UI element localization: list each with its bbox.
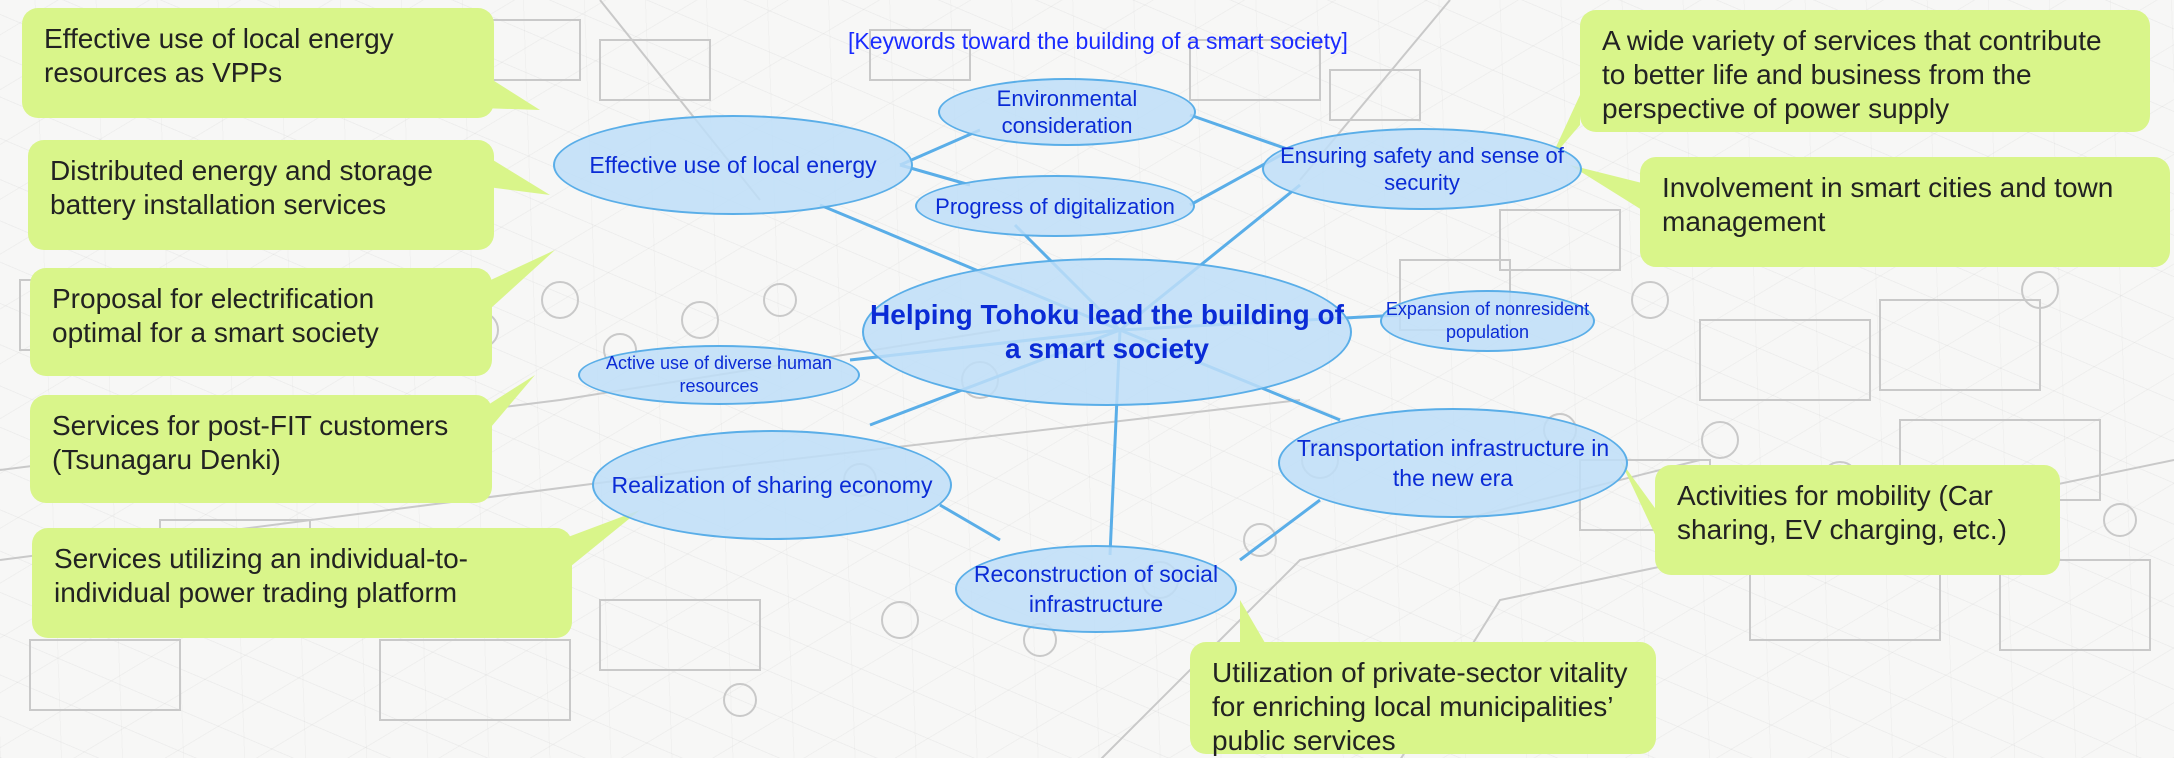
- keyword-transportation: Transportation infrastructure in the new…: [1278, 408, 1628, 518]
- keyword-nonresident: Expansion of nonresident population: [1380, 290, 1595, 352]
- diagram-heading: [Keywords toward the building of a smart…: [848, 28, 1348, 54]
- keyword-central-theme: Helping Tohoku lead the building of a sm…: [862, 258, 1352, 406]
- keyword-local-energy: Effective use of local energy: [553, 115, 913, 215]
- callout-private-sector: Utilization of private-sector vitality f…: [1190, 642, 1656, 756]
- keyword-human-resources: Active use of diverse human resources: [578, 345, 860, 405]
- callout-vpp: Effective use of local energy resources …: [22, 8, 494, 118]
- callout-services: A wide variety of services that contribu…: [1580, 10, 2150, 132]
- callout-p2p-trading: Services utilizing an individual-to-indi…: [32, 528, 572, 638]
- callout-post-fit: Services for post-FIT customers (Tsunaga…: [30, 395, 492, 503]
- callout-electrification: Proposal for electrification optimal for…: [30, 268, 492, 376]
- keyword-safety: Ensuring safety and sense of security: [1262, 128, 1582, 210]
- callout-distributed-energy: Distributed energy and storage battery i…: [28, 140, 494, 250]
- callout-smart-cities: Involvement in smart cities and town man…: [1640, 157, 2170, 267]
- callout-mobility: Activities for mobility (Car sharing, EV…: [1655, 465, 2060, 575]
- keyword-sharing-economy: Realization of sharing economy: [592, 430, 952, 540]
- keyword-social-infrastructure: Reconstruction of social infrastructure: [955, 545, 1237, 633]
- keyword-digitalization: Progress of digitalization: [915, 175, 1195, 237]
- keyword-environmental: Environmental consideration: [938, 78, 1196, 146]
